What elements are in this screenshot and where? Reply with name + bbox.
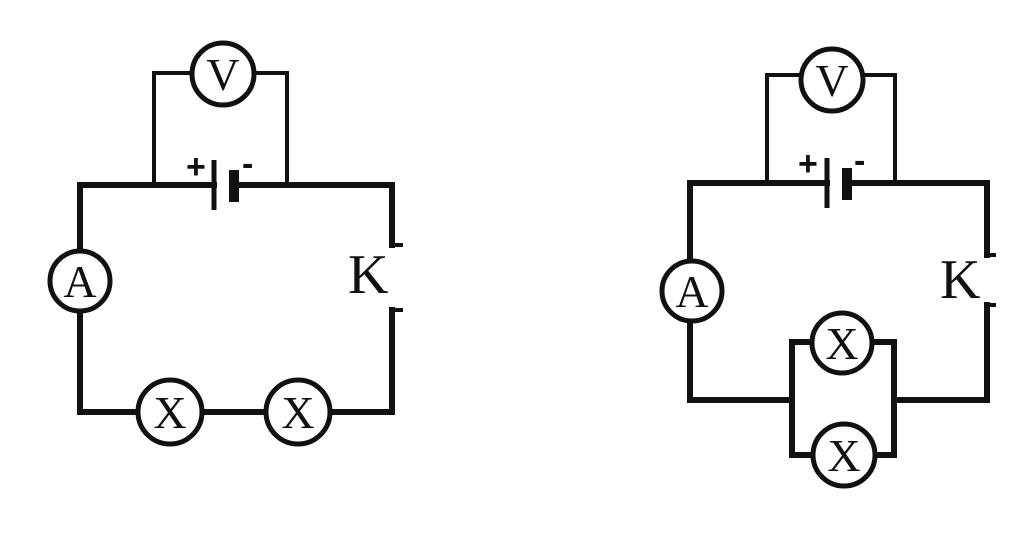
battery-plus-sign: + (186, 148, 206, 186)
battery: + - (798, 142, 865, 208)
lamp: X (810, 421, 878, 489)
lamp: X (809, 310, 875, 376)
wire-top-right (231, 182, 395, 248)
lamp-label: X (825, 318, 858, 369)
battery: + - (186, 145, 253, 210)
voltmeter-branch-wire (765, 73, 897, 183)
wire-bottom-left (77, 309, 141, 415)
wire-right-lower (891, 302, 990, 403)
ammeter: A (47, 248, 113, 314)
voltmeter-label: V (206, 49, 239, 100)
switch-label: K (348, 244, 388, 306)
lamp: X (135, 377, 205, 447)
wire-left-lower (687, 319, 795, 403)
lamp-label: X (827, 430, 860, 481)
voltmeter: V (189, 40, 257, 108)
ammeter-label: A (63, 256, 96, 307)
lamp: X (263, 377, 333, 447)
switch-label: K (940, 249, 980, 311)
switch: K (348, 243, 403, 312)
ammeter: A (659, 258, 725, 324)
voltmeter-branch-wire (152, 71, 289, 185)
battery-plus-sign: + (798, 145, 818, 183)
switch: K (940, 249, 996, 311)
battery-minus-sign: - (854, 142, 865, 180)
voltmeter: V (798, 46, 866, 114)
circuit-parallel: + - K V A X X (659, 46, 996, 489)
wire-right-lower (327, 307, 395, 415)
ammeter-label: A (675, 266, 708, 317)
wire-top-right (844, 180, 990, 258)
lamp-label: X (281, 387, 314, 438)
voltmeter-label: V (815, 55, 848, 106)
circuit-series: + - K V A X X (47, 40, 403, 447)
battery-minus-sign: - (242, 145, 253, 183)
lamp-label: X (153, 387, 186, 438)
